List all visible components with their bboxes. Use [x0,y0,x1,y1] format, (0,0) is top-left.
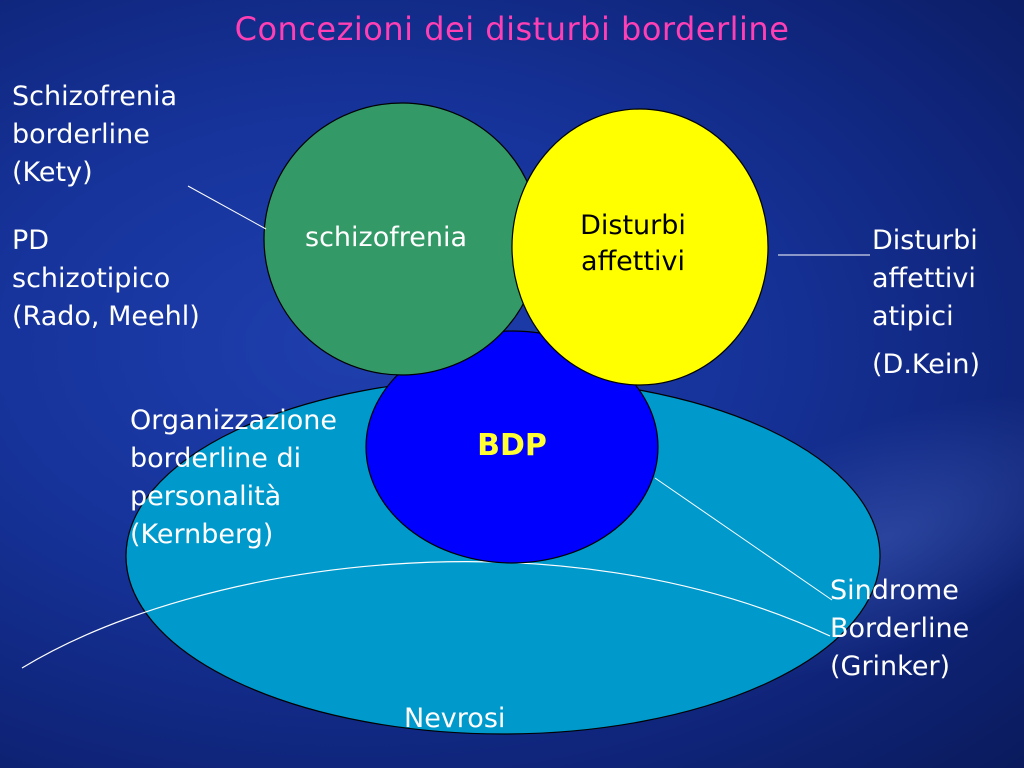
label-sindrome-borderline: Sindrome Borderline (Grinker) [830,572,969,686]
label-line: borderline di [130,443,302,474]
label-line: personalità [130,481,282,512]
label-line: PD [12,225,50,256]
label-schizofrenia-borderline: Schizofrenia borderline (Kety) [12,78,177,192]
label-line: atipici [872,301,954,332]
label-line: affettivi [872,263,976,294]
label-line: Sindrome [830,575,959,606]
label-line: schizotipico [12,263,171,294]
disturbi-affettivi-circle [511,108,769,386]
bdp-circle [365,330,659,564]
nevrosi-label: Nevrosi [404,703,506,734]
label-pd-schizotipico: PD schizotipico (Rado, Meehl) [12,222,200,336]
label-line: Borderline [830,613,970,644]
label-line: (D.Kein) [872,349,981,380]
label-line: (Grinker) [830,651,951,682]
label-line: Schizofrenia [12,81,178,112]
label-line: (Kernberg) [130,519,274,550]
label-disturbi-affettivi-atipici: Disturbi affettivi atipici (D.Kein) [872,222,980,384]
label-organizzazione-borderline: Organizzazione borderline di personalità… [130,402,337,554]
connector-kety [187,185,267,230]
label-line: Disturbi [872,225,978,256]
label-line: Organizzazione [130,405,337,436]
connector-grinker [654,477,833,601]
schizofrenia-label: schizofrenia [305,222,467,253]
label-line: borderline [12,119,150,150]
bdp-label: BDP [477,428,547,463]
label-line: affettivi [581,246,685,277]
label-line: (Rado, Meehl) [12,301,200,332]
label-line: Disturbi [580,210,686,241]
disturbi-affettivi-label: Disturbi affettivi [548,208,718,280]
slide-title: Concezioni dei disturbi borderline [234,10,790,48]
nevrosi-curve [21,561,831,669]
label-line: (Kety) [12,157,93,188]
